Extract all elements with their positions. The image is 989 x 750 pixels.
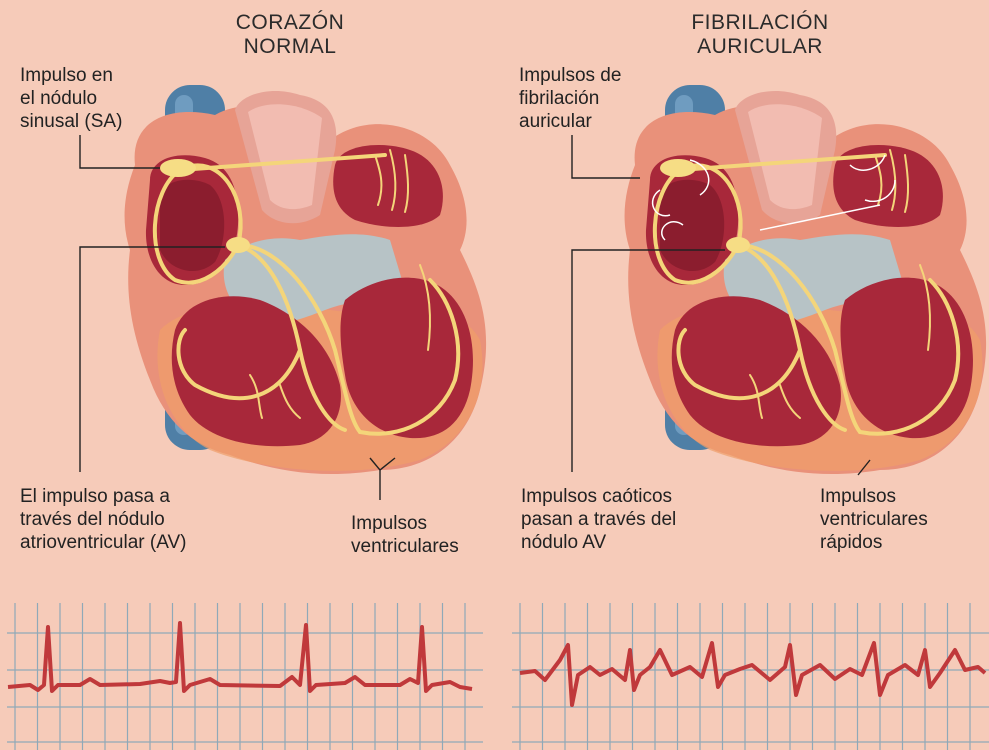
heart-fibrillation	[625, 85, 987, 474]
heart-normal	[125, 85, 487, 474]
ecg-strips	[0, 595, 989, 750]
ecg-trace-fibrillation	[520, 643, 985, 705]
ecg-grid-normal	[7, 603, 483, 750]
heart-illustrations	[0, 0, 989, 600]
